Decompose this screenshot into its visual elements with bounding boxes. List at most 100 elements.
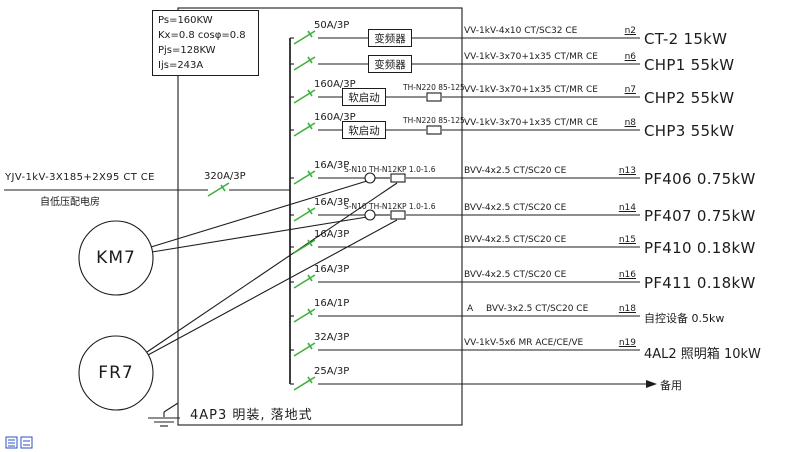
load-name-label: PF407 0.75kW: [644, 207, 756, 225]
info-line: Ps=160KW: [158, 15, 213, 26]
breaker-rating-label: 16A/3P: [314, 160, 350, 171]
breaker-rating-label: 16A/1P: [314, 298, 350, 309]
thermal-relay-icon: [390, 210, 406, 220]
spare-arrow-icon: [646, 380, 657, 388]
contactor-leader-lines: [150, 180, 368, 253]
cable-spec-label: VV-1kV-3x70+1x35 CT/MR CE n7: [464, 85, 636, 95]
load-calculation-box: Ps=160KW Kx=0.8 cosφ=0.8 Pjs=128KW Ijs=2…: [152, 10, 259, 76]
circuit-line-9: [290, 308, 640, 323]
load-name-label: CHP2 55kW: [644, 89, 735, 107]
load-name-label: CHP1 55kW: [644, 56, 735, 74]
thermal-relay-label: TH-N220 85-125: [403, 116, 465, 125]
cable-type: VV-1kV-3x70+1x35 CT/MR CE: [464, 85, 598, 95]
cable-type: BVV-4x2.5 CT/SC20 CE: [464, 166, 567, 176]
breaker-rating-label: 16A/3P: [314, 197, 350, 208]
contactor-callout-circle: [78, 220, 154, 296]
thermal-relay-leader-lines: [146, 182, 398, 356]
circuit-line-1: [290, 30, 640, 45]
cable-type: VV-1kV-3x70+1x35 CT/MR CE: [464, 52, 598, 62]
breaker-icon: [293, 239, 316, 254]
circuit-line-4: [290, 122, 640, 137]
thermal-relay-callout-circle: [78, 335, 154, 411]
cable-spec-label: BVV-4x2.5 CT/SC20 CE n14: [464, 203, 636, 213]
cable-spec-label: VV-1kV-4x10 CT/SC32 CE n2: [464, 26, 636, 36]
cable-type: BVV-3x2.5 CT/SC20 CE: [486, 304, 589, 314]
circuit-number: n15: [618, 235, 636, 245]
load-name-label: PF410 0.18kW: [644, 239, 756, 257]
phase-label: A: [467, 304, 474, 314]
thermal-relay-icon: [390, 173, 406, 183]
incoming-source-label: 自低压配电房: [40, 197, 100, 208]
circuit-line-11: [290, 376, 657, 391]
info-line: Pjs=128KW: [158, 45, 216, 56]
breaker-icon: [293, 89, 316, 104]
vfd-device-box: 变频器: [368, 29, 412, 47]
circuit-line-2: [290, 56, 640, 71]
soft-starter-box: 软启动: [342, 88, 386, 106]
circuit-number: n19: [618, 338, 636, 348]
cable-spec-label: VV-1kV-5x6 MR ACE/CE/VE n19: [464, 338, 636, 348]
soft-starter-box: 软启动: [342, 121, 386, 139]
circuit-line-10: [290, 342, 640, 357]
breaker-icon: [293, 30, 316, 45]
contactor-callout-label: KM7: [96, 248, 136, 268]
circuit-line-3: [290, 89, 640, 104]
cable-type: BVV-4x2.5 CT/SC20 CE: [464, 235, 567, 245]
motor-starter-label: S-N10 TH-N12KP 1.0-1.6: [344, 202, 436, 211]
circuit-number: n7: [624, 85, 636, 95]
cable-spec-label: VV-1kV-3x70+1x35 CT/MR CE n6: [464, 52, 636, 62]
circuit-number: n6: [624, 52, 636, 62]
breaker-rating-label: 25A/3P: [314, 366, 350, 377]
breaker-rating-label: 160A/3P: [314, 112, 356, 123]
cable-type: BVV-4x2.5 CT/SC20 CE: [464, 203, 567, 213]
breaker-icon: [293, 376, 316, 391]
cable-spec-label: BVV-4x2.5 CT/SC20 CE n16: [464, 270, 636, 280]
info-line: Kx=0.8 cosφ=0.8: [158, 30, 246, 41]
breaker-icon: [293, 342, 316, 357]
circuit-number: n14: [618, 203, 636, 213]
circuit-line-8: [290, 274, 640, 289]
panel-outline: [177, 7, 463, 426]
thermal-relay-icon: [426, 92, 442, 102]
cable-type: VV-1kV-4x10 CT/SC32 CE: [464, 26, 578, 36]
contactor-icon: [364, 172, 376, 184]
watermark-icon: [5, 436, 33, 449]
cable-type: VV-1kV-5x6 MR ACE/CE/VE: [464, 338, 584, 348]
circuit-line-7: [290, 239, 640, 254]
cable-spec-label: BVV-3x2.5 CT/SC20 CE n18: [486, 304, 636, 314]
thermal-relay-callout-label: FR7: [98, 363, 134, 383]
breaker-rating-label: 160A/3P: [314, 79, 356, 90]
thermal-relay-icon: [426, 125, 442, 135]
load-name-label: 4AL2 照明箱 10kW: [644, 347, 761, 362]
breaker-rating-label: 16A/3P: [314, 264, 350, 275]
breaker-icon: [293, 308, 316, 323]
load-name-label: PF411 0.18kW: [644, 274, 756, 292]
cable-type: VV-1kV-3x70+1x35 CT/MR CE: [464, 118, 598, 128]
circuit-line-5: [290, 170, 640, 185]
load-name-label: PF406 0.75kW: [644, 170, 756, 188]
ground-icon: [148, 402, 180, 427]
load-name-label: CT-2 15kW: [644, 30, 728, 48]
incoming-cable-label: YJV-1kV-3X185+2X95 CT CE: [5, 172, 155, 183]
breaker-rating-label: 50A/3P: [314, 20, 350, 31]
load-name-label: CHP3 55kW: [644, 122, 735, 140]
breaker-icon: [293, 122, 316, 137]
circuit-number: n13: [618, 166, 636, 176]
info-line: Ijs=243A: [158, 60, 204, 71]
breaker-icon: [293, 56, 316, 71]
breaker-icon: [293, 170, 316, 185]
circuit-number: n18: [618, 304, 636, 314]
load-name-label: 自控设备 0.5kw: [644, 312, 725, 325]
circuit-number: n8: [624, 118, 636, 128]
circuit-number: n16: [618, 270, 636, 280]
panel-name-label: 4AP3 明装, 落地式: [190, 408, 313, 423]
cable-type: BVV-4x2.5 CT/SC20 CE: [464, 270, 567, 280]
circuit-number: n2: [624, 26, 636, 36]
vfd-device-box: 变频器: [368, 55, 412, 73]
contactor-icon: [364, 209, 376, 221]
spare-label: 备用: [660, 379, 682, 392]
breaker-icon: [293, 274, 316, 289]
breaker-rating-label: 32A/3P: [314, 332, 350, 343]
breaker-rating-label: 16A/3P: [314, 229, 350, 240]
